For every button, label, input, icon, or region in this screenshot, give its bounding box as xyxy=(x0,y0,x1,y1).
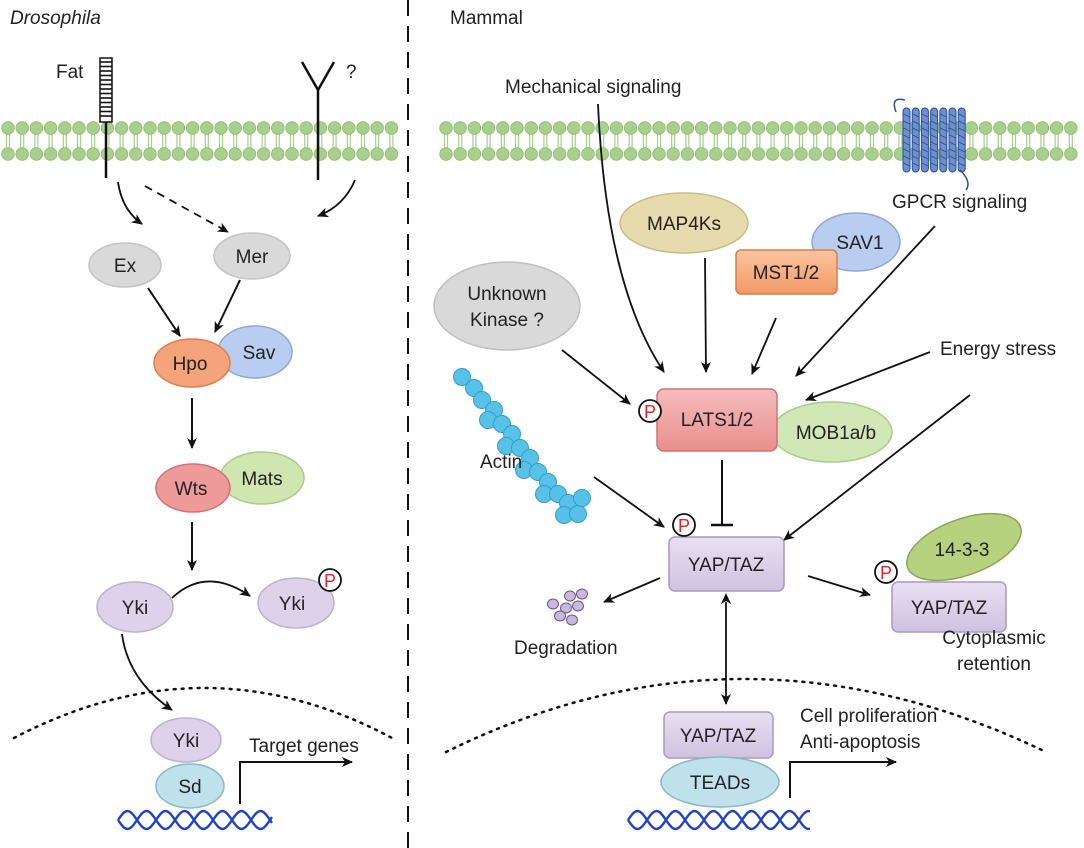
sd-node xyxy=(155,763,225,809)
arrow-mechanical-lats xyxy=(597,103,665,373)
cytoplasmic-line2: retention xyxy=(957,654,1031,675)
phospho-cyto-label: P xyxy=(880,563,892,583)
receptor-question: ? xyxy=(346,62,357,83)
gpcr-receptor xyxy=(893,98,969,191)
yki-nuclear-node xyxy=(150,717,222,763)
arrow-yap-degradation xyxy=(603,577,661,603)
mob-label: MOB1a/b xyxy=(796,423,876,444)
cell-proliferation-label: Cell proliferation xyxy=(800,706,937,727)
target-genes-label: Target genes xyxy=(249,736,359,757)
arrow-energy-yap xyxy=(783,394,971,541)
yki-node xyxy=(96,581,174,633)
yki-p-node xyxy=(257,577,335,629)
mst-node xyxy=(735,249,838,295)
phospho-yki-label: P xyxy=(324,571,336,591)
teads-label: TEADs xyxy=(690,773,750,794)
dna-right xyxy=(627,809,811,831)
hpo-label: Hpo xyxy=(173,354,208,375)
map4ks-node xyxy=(619,192,749,254)
mer-node xyxy=(213,232,291,280)
dna-left xyxy=(117,809,273,831)
hpo-node xyxy=(153,338,231,388)
mechanical-label: Mechanical signaling xyxy=(505,77,681,98)
degradation-label: Degradation xyxy=(514,638,618,659)
wts-node xyxy=(155,463,231,513)
p1433-label: 14-3-3 xyxy=(935,540,990,561)
mats-label: Mats xyxy=(241,469,282,490)
yap-taz-label: YAP/TAZ xyxy=(688,555,765,576)
phospho-yap-label: P xyxy=(678,516,690,536)
lats-label: LATS1/2 xyxy=(681,410,754,431)
unknown-receptor xyxy=(300,61,336,180)
membrane-right xyxy=(439,121,1078,161)
arrow-target-genes xyxy=(239,757,353,804)
arrow-mst-lats xyxy=(751,317,777,375)
unknown-kinase-line1: Unknown xyxy=(467,284,546,305)
mer-label: Mer xyxy=(236,247,269,268)
energy-stress-label: Energy stress xyxy=(940,339,1056,360)
yki-label: Yki xyxy=(122,598,148,619)
sd-label: Sd xyxy=(178,777,201,798)
sav1-label: SAV1 xyxy=(836,233,883,254)
arrow-target-output xyxy=(789,757,897,798)
nucleus-boundary-right xyxy=(444,677,1048,754)
p1433-node xyxy=(906,512,1022,582)
arrow-yki-nucleus xyxy=(121,633,173,711)
unknown-kinase-node xyxy=(433,261,581,351)
actin-label: Actin xyxy=(480,452,522,473)
phospho-lats xyxy=(638,399,662,423)
ex-node xyxy=(88,242,162,288)
arrow-mer-hpo xyxy=(214,279,241,333)
membrane-left xyxy=(1,121,399,161)
yap-taz-cyto-label: YAP/TAZ xyxy=(911,598,988,619)
arrow-fat-ex xyxy=(117,181,143,225)
arrow-fat-mer-dashed xyxy=(144,185,229,233)
gpcr-label: GPCR signaling xyxy=(892,192,1027,213)
arrow-energy-lats xyxy=(805,351,931,402)
arrow-gpcr-lats xyxy=(795,225,936,377)
yap-taz-nuclear-label: YAP/TAZ xyxy=(680,726,757,747)
anti-apoptosis-label: Anti-apoptosis xyxy=(800,732,920,753)
sav-label: Sav xyxy=(243,343,276,364)
arrow-yki-phospho xyxy=(171,580,251,599)
wts-label: Wts xyxy=(175,479,208,500)
arrow-receptor-mer xyxy=(317,179,356,218)
arrow-unknown-lats xyxy=(561,349,631,405)
arrow-yap-cytoplasmic xyxy=(807,575,871,597)
fat-receptor xyxy=(99,57,113,178)
phospho-yki xyxy=(318,568,342,592)
unknown-kinase-line2: Kinase ? xyxy=(470,310,544,331)
actin-filament xyxy=(453,368,591,524)
yki-nuclear-label: Yki xyxy=(173,731,199,752)
mst-label: MST1/2 xyxy=(753,263,820,284)
drosophila-title: Drosophila xyxy=(10,8,101,29)
arrow-ex-hpo xyxy=(147,287,181,337)
teads-node xyxy=(660,756,780,808)
yap-taz-cyto-node xyxy=(891,581,1007,633)
map4ks-label: MAP4Ks xyxy=(647,214,721,235)
degradation-fragments xyxy=(547,588,588,626)
arrow-map4ks-lats xyxy=(700,257,711,373)
cytoplasmic-line1: Cytoplasmic xyxy=(942,628,1045,649)
nucleus-boundary-left xyxy=(12,686,394,740)
ex-label: Ex xyxy=(114,256,137,277)
phospho-cyto xyxy=(874,560,898,584)
yki-p-label: Yki xyxy=(279,594,305,615)
arrow-actin-yap xyxy=(593,476,665,528)
yap-taz-node xyxy=(668,536,785,592)
phospho-lats-label: P xyxy=(644,402,656,422)
phospho-yap xyxy=(672,513,696,537)
mammal-title: Mammal xyxy=(450,8,523,29)
fat-label: Fat xyxy=(56,62,84,83)
